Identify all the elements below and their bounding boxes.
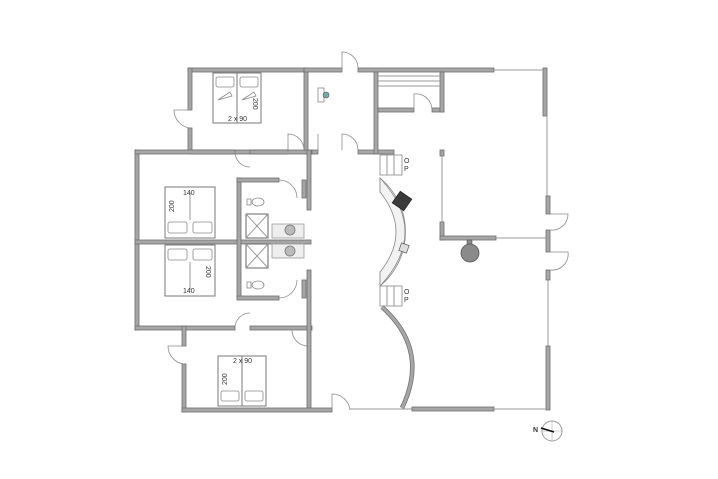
fridge-icon	[379, 154, 403, 176]
toilet-icon	[251, 197, 265, 207]
doors	[167, 51, 569, 411]
fridge-label: O	[404, 289, 410, 296]
stove-icon	[391, 190, 413, 212]
bed-bottom-room: 2 x 90 200	[217, 355, 267, 407]
bed-size-label: 2 x 90	[228, 116, 247, 123]
water-heater-icon	[317, 87, 330, 103]
sink-icon	[284, 224, 296, 236]
bed-length-label: 200	[251, 98, 258, 110]
kitchen-sink-icon	[398, 242, 410, 254]
sink-icon	[284, 245, 296, 257]
toilet-icon	[251, 280, 265, 290]
bed-top-room: 2 x 90 200	[212, 72, 262, 124]
bathroom-lower	[245, 243, 305, 290]
compass-icon: N	[533, 420, 563, 442]
kitchen: O P O P	[379, 154, 415, 409]
fridge-icon	[379, 285, 403, 307]
fridge-label: P	[404, 297, 409, 304]
wood-stove-icon	[460, 239, 480, 263]
fridge-label: O	[404, 158, 410, 165]
bed-middle-upper-room: 140 200	[164, 186, 216, 239]
bed-size-label: 140	[183, 288, 195, 295]
bed-length-label: 200	[169, 200, 176, 212]
bed-size-label: 140	[183, 190, 195, 197]
walls	[134, 67, 551, 413]
bathroom-upper	[245, 197, 305, 239]
fridge-label: P	[404, 166, 409, 173]
bed-length-label: 200	[204, 266, 211, 278]
bed-length-label: 200	[222, 373, 229, 385]
bed-size-label: 2 x 90	[233, 358, 252, 365]
bed-middle-lower-room: 140 200	[164, 244, 216, 297]
compass-north-label: N	[533, 427, 538, 434]
